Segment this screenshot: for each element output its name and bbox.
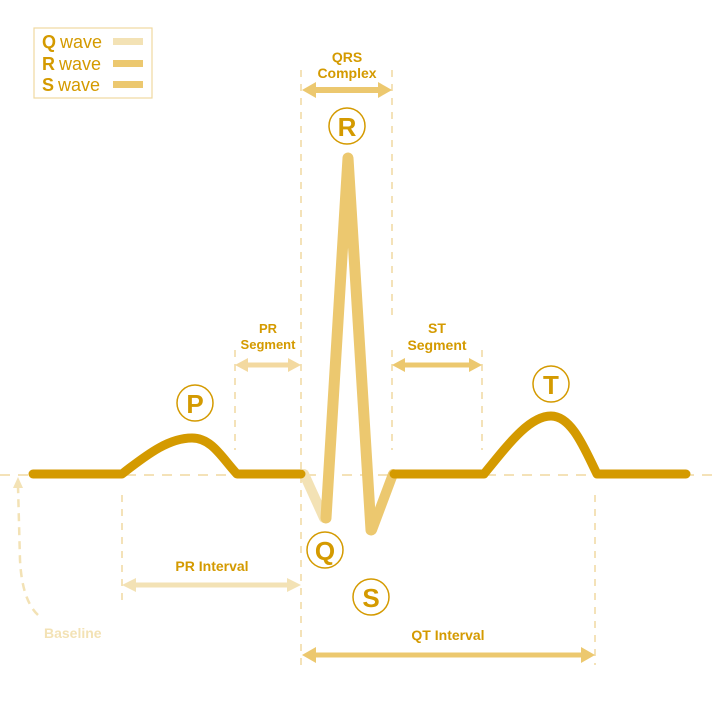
pr-segment-arrow	[235, 358, 301, 372]
wave-marker-t: T	[532, 365, 570, 403]
legend-label: wave	[58, 54, 101, 74]
legend-label: wave	[59, 32, 102, 52]
st-segment-arrow	[392, 358, 482, 372]
qt-interval-label: QT Interval	[411, 627, 484, 643]
pr-interval-label: PR Interval	[175, 558, 248, 574]
qt-interval-arrow	[302, 647, 595, 663]
wave-marker-r: R	[328, 107, 366, 145]
q-wave	[299, 469, 329, 523]
legend-swatch-s	[113, 81, 143, 88]
qrs-complex-arrow	[302, 82, 392, 98]
legend-swatch-r	[113, 60, 143, 67]
pr-interval-arrow	[122, 578, 301, 592]
legend-letter: Q	[42, 32, 56, 52]
p-wave-trace	[28, 433, 306, 479]
baseline-label: Baseline	[44, 625, 102, 641]
st-segment-label-line1: ST	[428, 320, 446, 336]
wave-marker-q: Q	[306, 531, 344, 569]
legend-letter: R	[42, 54, 55, 74]
r-wave	[320, 152, 377, 536]
baseline-pointer	[16, 485, 39, 616]
svg-text:P: P	[186, 389, 203, 419]
pr-segment-label-line2: Segment	[241, 337, 297, 352]
legend-label: wave	[57, 75, 100, 95]
st-segment-label-line2: Segment	[407, 337, 466, 353]
legend-letter: S	[42, 75, 54, 95]
pr-segment-label-line1: PR	[259, 321, 278, 336]
qrs-label-line1: QRS	[332, 49, 362, 65]
interval-guides	[121, 70, 596, 665]
baseline-arrowhead-icon	[13, 477, 23, 488]
legend-swatch-q	[113, 38, 143, 45]
wave-marker-p: P	[176, 384, 214, 422]
qrs-label-line2: Complex	[317, 65, 376, 81]
svg-text:R: R	[338, 112, 357, 142]
t-wave-trace	[389, 411, 691, 479]
svg-text:T: T	[543, 370, 559, 400]
s-wave	[367, 469, 398, 535]
svg-text:Q: Q	[315, 536, 335, 566]
svg-text:S: S	[362, 583, 379, 613]
wave-marker-s: S	[352, 578, 390, 616]
